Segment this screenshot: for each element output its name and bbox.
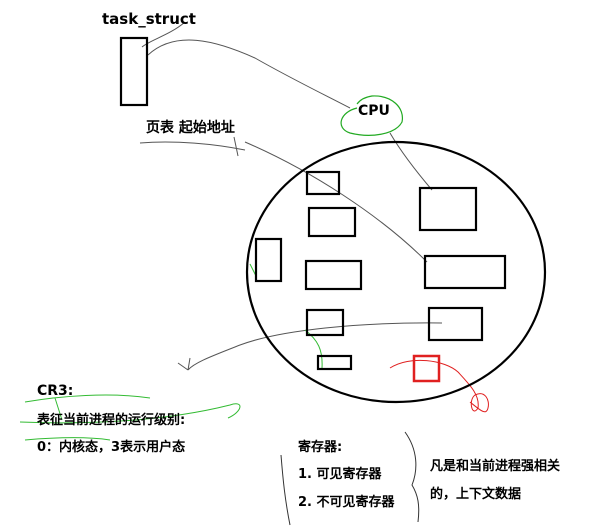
page-table-label: 页表 起始地址	[146, 120, 235, 136]
current-register-cell	[412, 354, 441, 383]
circle-green-marks	[249, 263, 323, 369]
cpu-green-highlight	[340, 95, 403, 136]
task-struct-leader-line	[141, 21, 186, 48]
context-note-line-1: 凡是和当前进程强相关	[430, 459, 561, 474]
register-cell	[418, 186, 478, 232]
cpu-circle	[245, 140, 547, 404]
registers-visible-item: 1. 可见寄存器	[298, 467, 382, 482]
registers-invisible-item: 2. 不可见寄存器	[298, 495, 395, 510]
red-scribble	[389, 359, 489, 413]
cr3-levels: 0：内核态，3表示用户态	[37, 440, 186, 455]
cpu-label: CPU	[358, 103, 390, 119]
register-cell	[316, 354, 353, 371]
cr3-title: CR3:	[37, 383, 74, 399]
register-bracket	[280, 431, 420, 526]
cr3-green-scribble	[19, 394, 241, 441]
page-table-underline	[139, 141, 246, 151]
register-to-cr3-arrow	[177, 322, 443, 371]
register-cell	[305, 308, 345, 337]
register-cell	[307, 206, 357, 238]
task-struct-block	[119, 36, 149, 107]
register-cell	[254, 237, 283, 283]
register-cell	[423, 254, 507, 290]
page-table-tick	[233, 136, 239, 157]
cpu-to-register-line	[389, 132, 433, 191]
register-cell	[427, 306, 484, 342]
task-to-cpu-curve	[147, 39, 351, 109]
registers-title: 寄存器:	[298, 440, 343, 455]
context-note-line-2: 的，上下文数据	[430, 487, 522, 502]
cr3-description: 表征当前进程的运行级别:	[37, 413, 186, 428]
register-cell	[305, 170, 341, 196]
page-table-to-register-line	[244, 141, 428, 263]
task-struct-label: task_struct	[102, 10, 196, 28]
register-cell	[304, 259, 363, 291]
